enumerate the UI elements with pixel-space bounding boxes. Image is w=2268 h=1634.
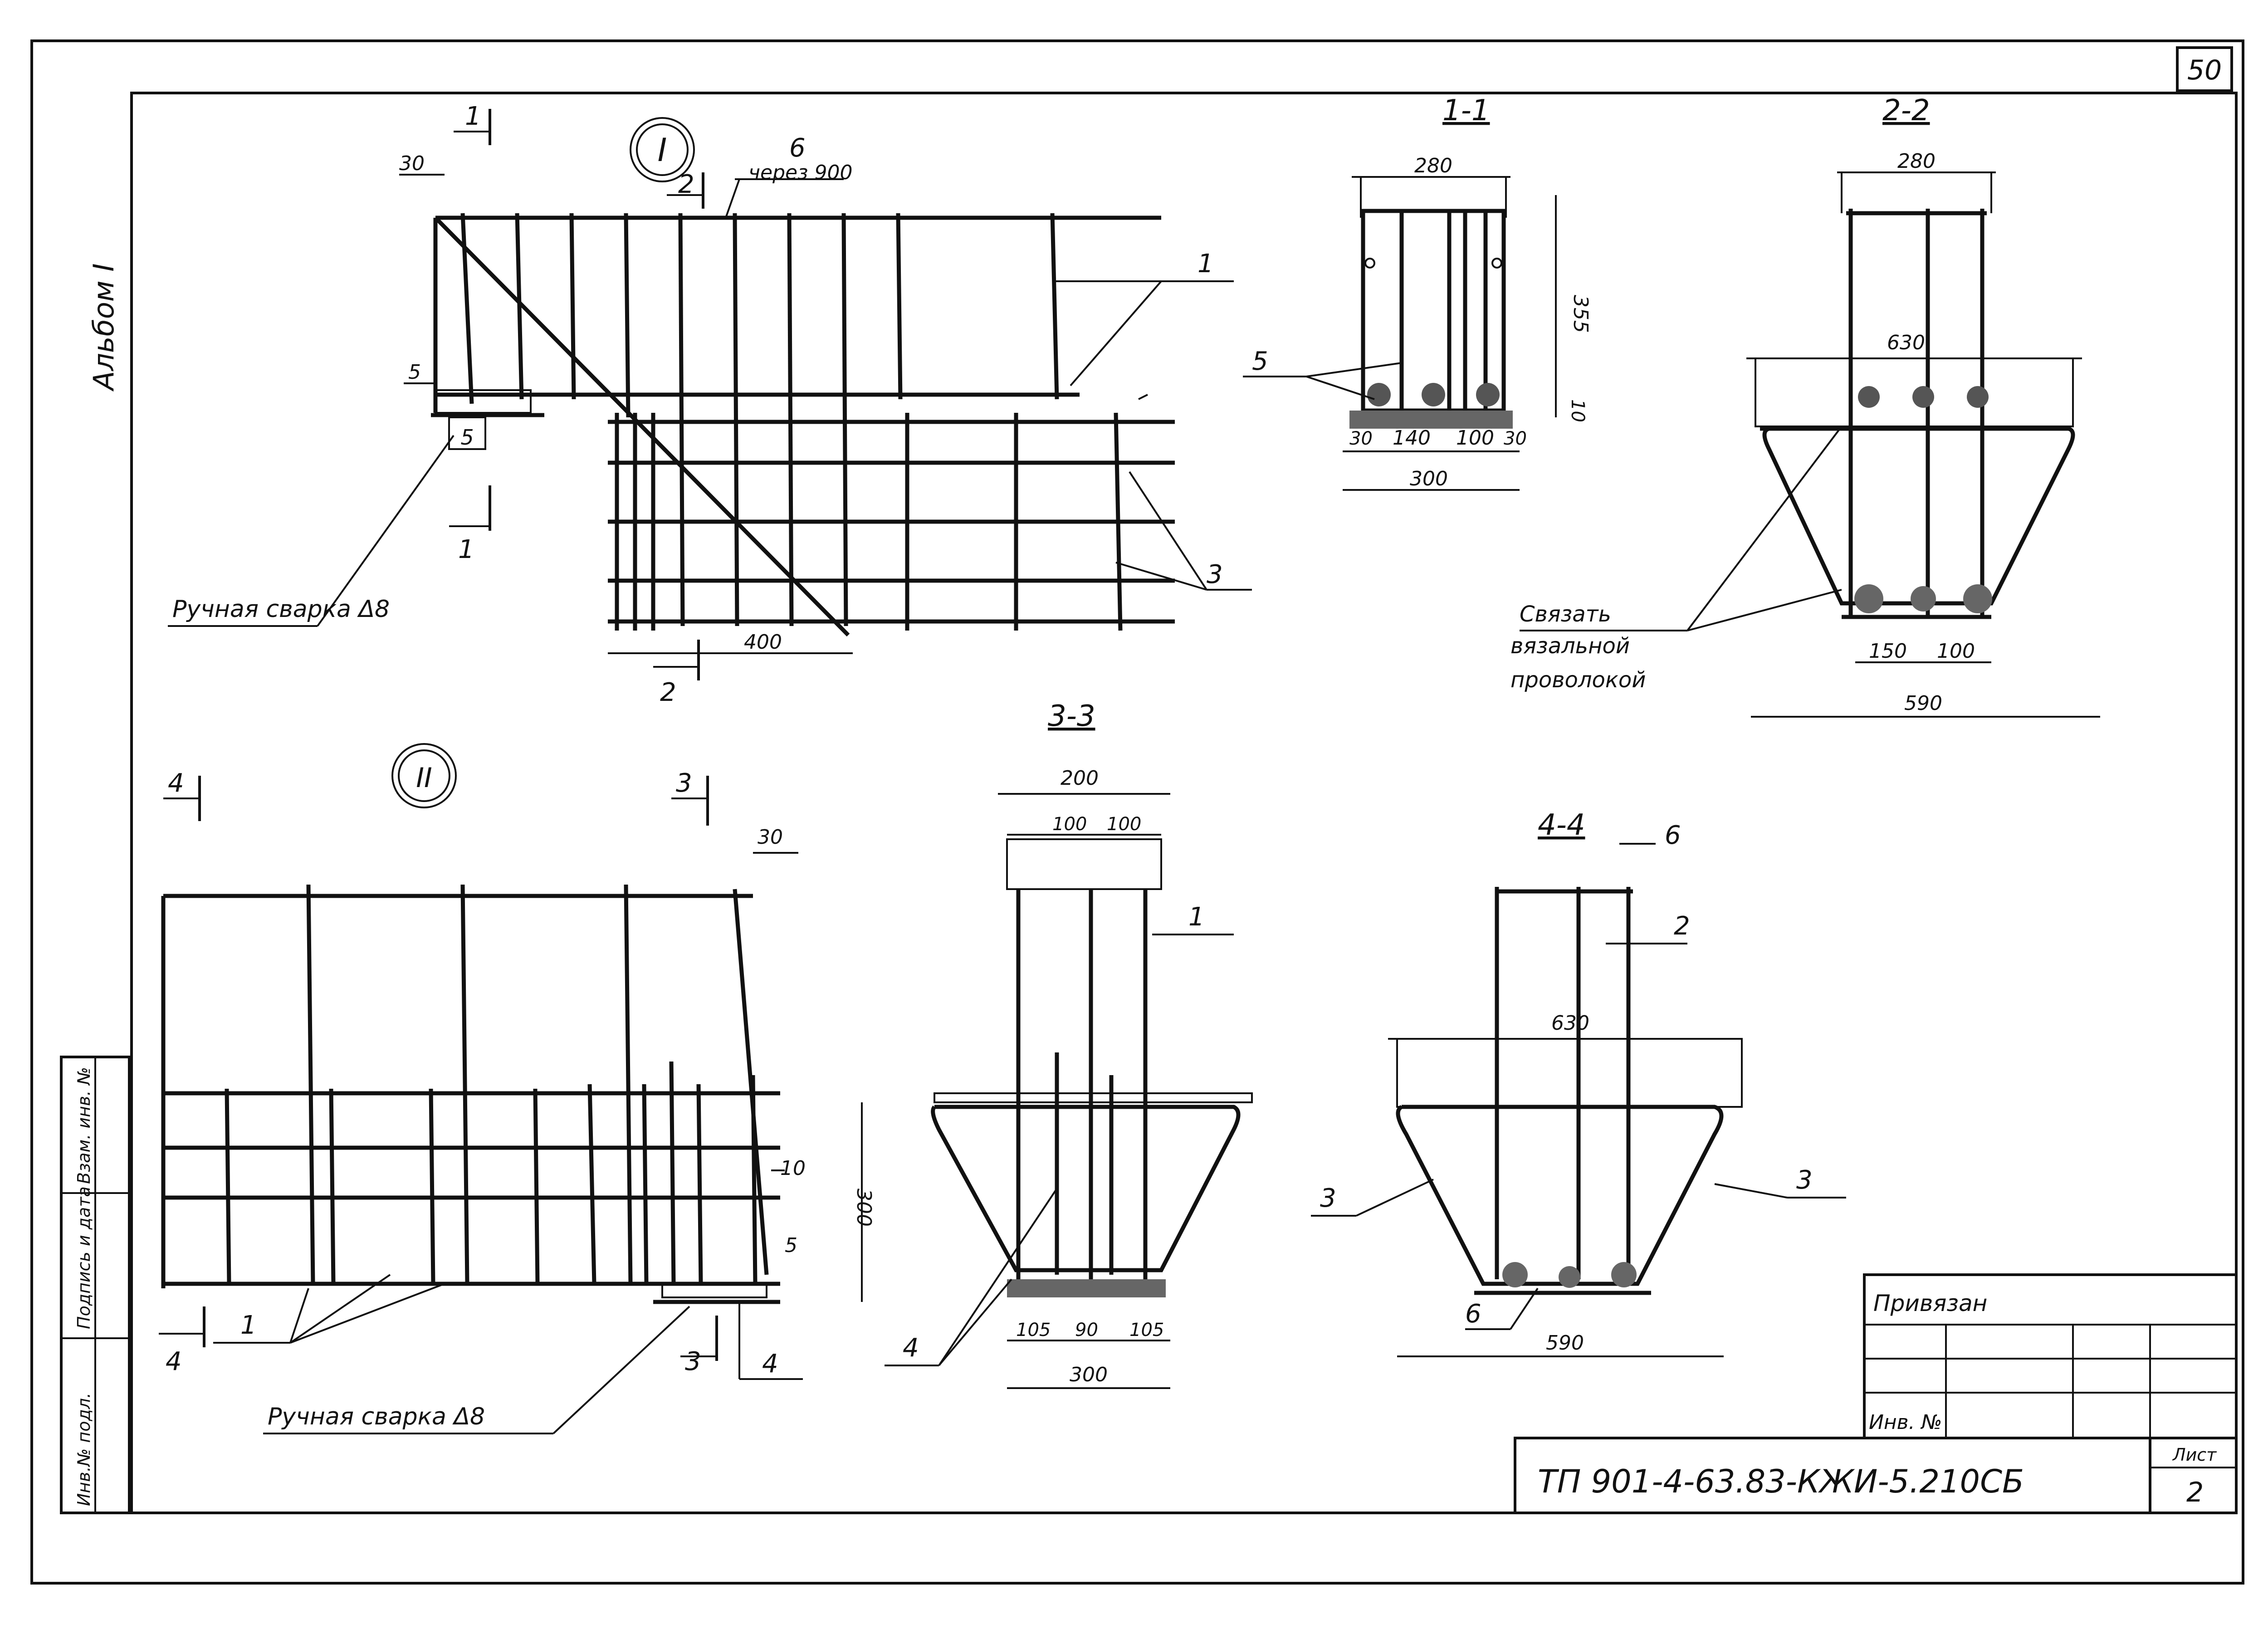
section-4-4-callout-6: 6: [1665, 821, 1681, 850]
view-2-cut-3-top: 3: [671, 768, 709, 826]
view-2-cut-3-bottom: 3: [680, 1316, 718, 1376]
view-2-dim-5: 5: [785, 1234, 797, 1257]
view-1-callout-6-note: через 900: [748, 161, 852, 184]
svg-text:630: 630: [1887, 331, 1925, 354]
svg-text:280: 280: [1897, 150, 1936, 173]
section-2-2-tie-note-1: Связать: [1520, 602, 1611, 627]
document-code: ТП 901-4-63.83-КЖИ-5.210СБ: [1538, 1463, 2024, 1500]
svg-text:300: 300: [1410, 467, 1448, 490]
section-3-3-callout-1: 1: [1188, 902, 1205, 932]
view-1-reinforcement-cage: I 5: [168, 102, 1252, 707]
view-1-vertical-bars: [460, 213, 1059, 626]
svg-text:3: 3: [676, 768, 692, 798]
sheet-number: 2: [2186, 1477, 2204, 1508]
svg-text:100: 100: [1107, 814, 1141, 835]
title-block: Привязан Инв. № ТП 901-4-63.83-КЖИ-5.210…: [1514, 1273, 2238, 1514]
page-number-box: 50: [2176, 46, 2233, 92]
section-4-4: 4-4 6 2 630 3 3 6 590: [1311, 808, 1846, 1357]
svg-text:590: 590: [1904, 692, 1942, 715]
section-4-4-callout-2: 2: [1674, 911, 1690, 941]
view-2-marker-circle: [391, 743, 457, 808]
view-2-dim-30: 30: [758, 826, 783, 849]
section-2-2-tie-note-2: вязальной: [1510, 633, 1630, 659]
view-1-callout-1: 1: [1198, 249, 1214, 279]
svg-text:280: 280: [1414, 154, 1452, 177]
svg-text:100: 100: [1937, 640, 1975, 663]
section-2-2-title: 2-2: [1882, 94, 1930, 127]
inventory-label: Инв. №: [1869, 1411, 1942, 1434]
outer-frame: [30, 39, 2244, 1585]
svg-text:30: 30: [1504, 428, 1527, 449]
section-3-3: 3-3 200 100 100 300 105 90 105 300 1 4: [852, 700, 1253, 1389]
section-1-1: 1-1 280 355 10 30 140 100 30 300 5: [1243, 94, 1592, 491]
inner-frame: [130, 92, 2238, 1514]
view-2-dim-10: 10: [780, 1157, 806, 1180]
section-2-2-tie-note-3: проволокой: [1510, 667, 1646, 693]
section-4-4-title: 4-4: [1538, 808, 1585, 842]
side-stamp: Взам. инв. № Подпись и дата Инв.№ подл.: [60, 1056, 131, 1514]
view-2-cut-4-top: 4: [163, 768, 201, 821]
view-1-marker-circle: [630, 117, 695, 182]
svg-text:300: 300: [1070, 1363, 1108, 1386]
section-1-1-callout-5: 5: [1252, 347, 1268, 376]
section-3-3-callout-4: 4: [903, 1333, 919, 1363]
view-2-label: II: [416, 762, 432, 794]
view-1-weld-note: Ручная сварка Δ8: [172, 596, 390, 623]
stamp-field-signature: Подпись и дата: [74, 1186, 94, 1329]
view-1-cut-1-top: 1: [454, 102, 491, 145]
section-3-3-title: 3-3: [1048, 700, 1095, 733]
binding-label: Привязан: [1873, 1290, 1987, 1316]
section-4-4-callout-6b: 6: [1465, 1299, 1481, 1329]
svg-text:1: 1: [465, 102, 481, 131]
svg-text:30: 30: [1349, 428, 1373, 449]
view-1-callout-3: 3: [1207, 560, 1223, 589]
view-1-dim-5: 5: [408, 361, 421, 384]
svg-text:100: 100: [1052, 814, 1087, 835]
view-1-cut-2-top: 2: [667, 170, 704, 209]
view-2-reinforcement-cage: II 4 3: [159, 743, 806, 1434]
view-1-dim-400: 400: [744, 631, 782, 654]
svg-text:630: 630: [1551, 1012, 1589, 1035]
view-2-weld-note: Ручная сварка Δ8: [268, 1403, 485, 1430]
svg-text:4: 4: [166, 1347, 182, 1376]
view-1-cut-2-bottom: 2: [653, 640, 700, 707]
view-2-cut-4-right: 4: [738, 1302, 803, 1380]
album-label: Альбом I: [87, 263, 120, 392]
svg-text:100: 100: [1456, 426, 1494, 450]
svg-text:105: 105: [1016, 1320, 1051, 1340]
view-2-callout-1: 1: [240, 1311, 257, 1340]
svg-text:2: 2: [660, 678, 676, 707]
section-4-4-callout-3b: 3: [1796, 1165, 1813, 1195]
svg-text:4: 4: [168, 768, 184, 798]
view-1-callout-6: 6: [789, 133, 806, 163]
svg-text:105: 105: [1129, 1320, 1164, 1340]
stamp-field-inventory: Инв.№ подл.: [74, 1393, 94, 1506]
sheet-label: Лист: [2172, 1445, 2217, 1465]
svg-text:300: 300: [852, 1189, 875, 1227]
svg-text:590: 590: [1546, 1331, 1584, 1355]
svg-text:200: 200: [1061, 767, 1099, 790]
view-1-label: I: [658, 132, 667, 169]
view-2-vertical-bars: [225, 884, 769, 1284]
svg-text:10: 10: [1567, 399, 1588, 422]
view-1-dim-30: 30: [399, 152, 425, 175]
view-1-marker-5: 5: [460, 425, 474, 450]
section-1-1-title: 1-1: [1442, 94, 1490, 127]
svg-text:4: 4: [762, 1349, 778, 1379]
svg-text:2: 2: [678, 170, 694, 199]
svg-text:1: 1: [458, 535, 474, 564]
stamp-field-replacement: Взам. инв. №: [74, 1067, 94, 1184]
svg-text:150: 150: [1869, 640, 1907, 663]
svg-text:355: 355: [1569, 295, 1592, 333]
section-4-4-callout-3a: 3: [1320, 1184, 1336, 1213]
section-2-2: 2-2 280 630 150 100 590 Связать вязально…: [1510, 94, 2100, 718]
page-number: 50: [2187, 54, 2222, 86]
svg-text:140: 140: [1393, 426, 1431, 450]
svg-text:3: 3: [685, 1347, 701, 1376]
svg-text:90: 90: [1075, 1320, 1098, 1340]
view-1-cut-1-bottom: 1: [449, 485, 491, 564]
view-2-cut-4-bottom: 4: [159, 1306, 205, 1376]
